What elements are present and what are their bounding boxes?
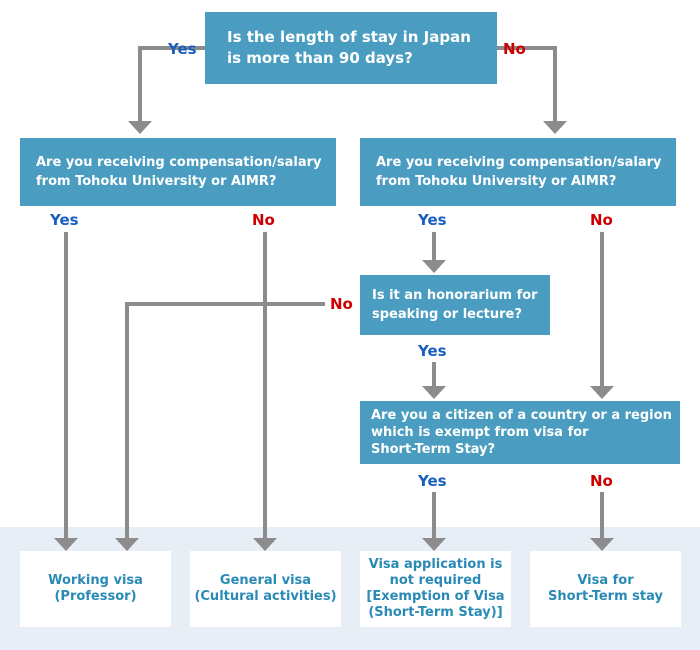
label-no-top: No <box>503 40 526 58</box>
label-yes-right: Yes <box>418 211 447 229</box>
result-general-visa: General visa (Cultural activities) <box>190 551 341 627</box>
result-working-visa: Working visa (Professor) <box>20 551 171 627</box>
question-compensation-left-text: Are you receiving compensation/salary fr… <box>36 155 322 189</box>
connector-top-no <box>497 46 557 122</box>
arrowhead <box>422 538 446 551</box>
arrowhead <box>543 121 567 134</box>
arrowhead <box>115 538 139 551</box>
question-stay-length-text: Is the length of stay in Japan is more t… <box>227 28 471 67</box>
result-general-visa-text: General visa (Cultural activities) <box>194 573 337 604</box>
connector-honorarium-no <box>125 302 325 538</box>
label-no-honorarium: No <box>330 295 353 313</box>
question-citizen-exempt-text: Are you a citizen of a country or a regi… <box>371 408 672 457</box>
label-yes-citizen: Yes <box>418 472 447 490</box>
arrowhead <box>422 260 446 273</box>
connector-top-yes <box>138 46 205 122</box>
question-honorarium: Is it an honorarium for speaking or lect… <box>360 275 550 335</box>
label-yes-top: Yes <box>168 40 197 58</box>
label-no-left: No <box>252 211 275 229</box>
label-yes-left: Yes <box>50 211 79 229</box>
question-compensation-right: Are you receiving compensation/salary fr… <box>360 138 676 206</box>
arrowhead <box>422 386 446 399</box>
label-no-citizen: No <box>590 472 613 490</box>
label-yes-honorarium: Yes <box>418 342 447 360</box>
arrowhead <box>590 386 614 399</box>
result-visa-exemption: Visa application is not required [Exempt… <box>360 551 511 627</box>
arrowhead <box>128 121 152 134</box>
result-visa-exemption-text: Visa application is not required [Exempt… <box>366 557 505 620</box>
result-working-visa-text: Working visa (Professor) <box>48 573 143 604</box>
label-no-right: No <box>590 211 613 229</box>
question-compensation-left: Are you receiving compensation/salary fr… <box>20 138 336 206</box>
question-citizen-exempt: Are you a citizen of a country or a regi… <box>360 401 680 464</box>
result-short-term-visa-text: Visa for Short-Term stay <box>548 573 663 604</box>
arrowhead <box>253 538 277 551</box>
arrowhead <box>590 538 614 551</box>
arrowhead <box>54 538 78 551</box>
result-short-term-visa: Visa for Short-Term stay <box>530 551 681 627</box>
question-honorarium-text: Is it an honorarium for speaking or lect… <box>372 288 538 322</box>
question-stay-length: Is the length of stay in Japan is more t… <box>205 12 497 84</box>
question-compensation-right-text: Are you receiving compensation/salary fr… <box>376 155 662 189</box>
